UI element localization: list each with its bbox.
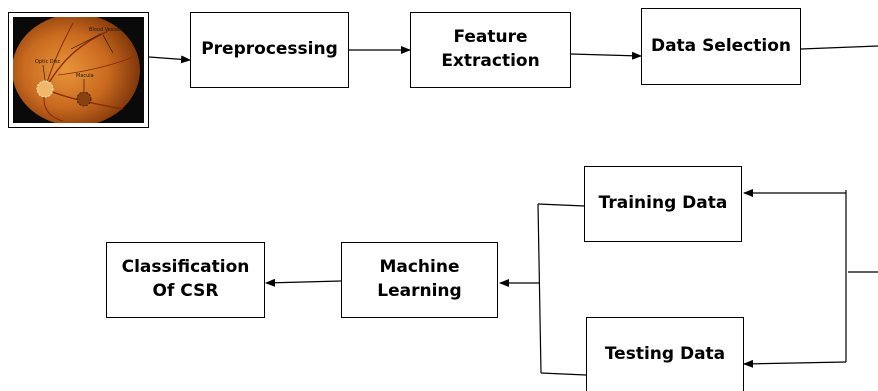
macula [76, 91, 92, 107]
arrow-image-to-preprocessing [148, 55, 191, 64]
pointer-line [102, 34, 114, 54]
optic-disc [36, 80, 54, 98]
arrow-feature-extraction-to-data-selection [570, 51, 642, 60]
training-data-label: Training Data [598, 193, 728, 214]
machine-learning-label: Machine Learning [377, 257, 462, 301]
preprocessing-label: Preprocessing [201, 39, 338, 60]
blood-vessels-label: Blood Vessels [89, 27, 123, 33]
optic-disc-label: Optic Disc [35, 59, 61, 65]
line-merge-vertical [537, 203, 542, 374]
training-data-box: Training Data [584, 166, 742, 242]
machine-learning-box: Machine Learning [341, 242, 498, 318]
line-data-selection-out [800, 45, 878, 50]
feature-extraction-box: Feature Extraction [410, 12, 571, 88]
line-training-out [537, 203, 586, 207]
testing-data-box: Testing Data [586, 317, 744, 391]
pointer-line [42, 64, 46, 81]
feature-extraction-label: Feature Extraction [441, 27, 540, 71]
arrow-machine-learning-to-classification [265, 278, 342, 287]
arrow-split-to-testing-data [743, 359, 847, 368]
pointer-line [70, 33, 102, 50]
testing-data-label: Testing Data [604, 344, 726, 365]
classification-label: Classification Of CSR [121, 257, 250, 301]
line-testing-out [540, 372, 587, 376]
data-selection-label: Data Selection [650, 35, 792, 56]
classification-box: Classification Of CSR [106, 242, 265, 318]
fundus-image: Blood Vessels Optic Disc Macula [13, 17, 144, 123]
preprocessing-box: Preprocessing [190, 12, 349, 88]
blood-vessel [57, 56, 134, 76]
fundus-image-frame: Blood Vessels Optic Disc Macula [8, 12, 149, 128]
macula-label: Macula [76, 73, 94, 79]
data-selection-box: Data Selection [641, 8, 801, 85]
